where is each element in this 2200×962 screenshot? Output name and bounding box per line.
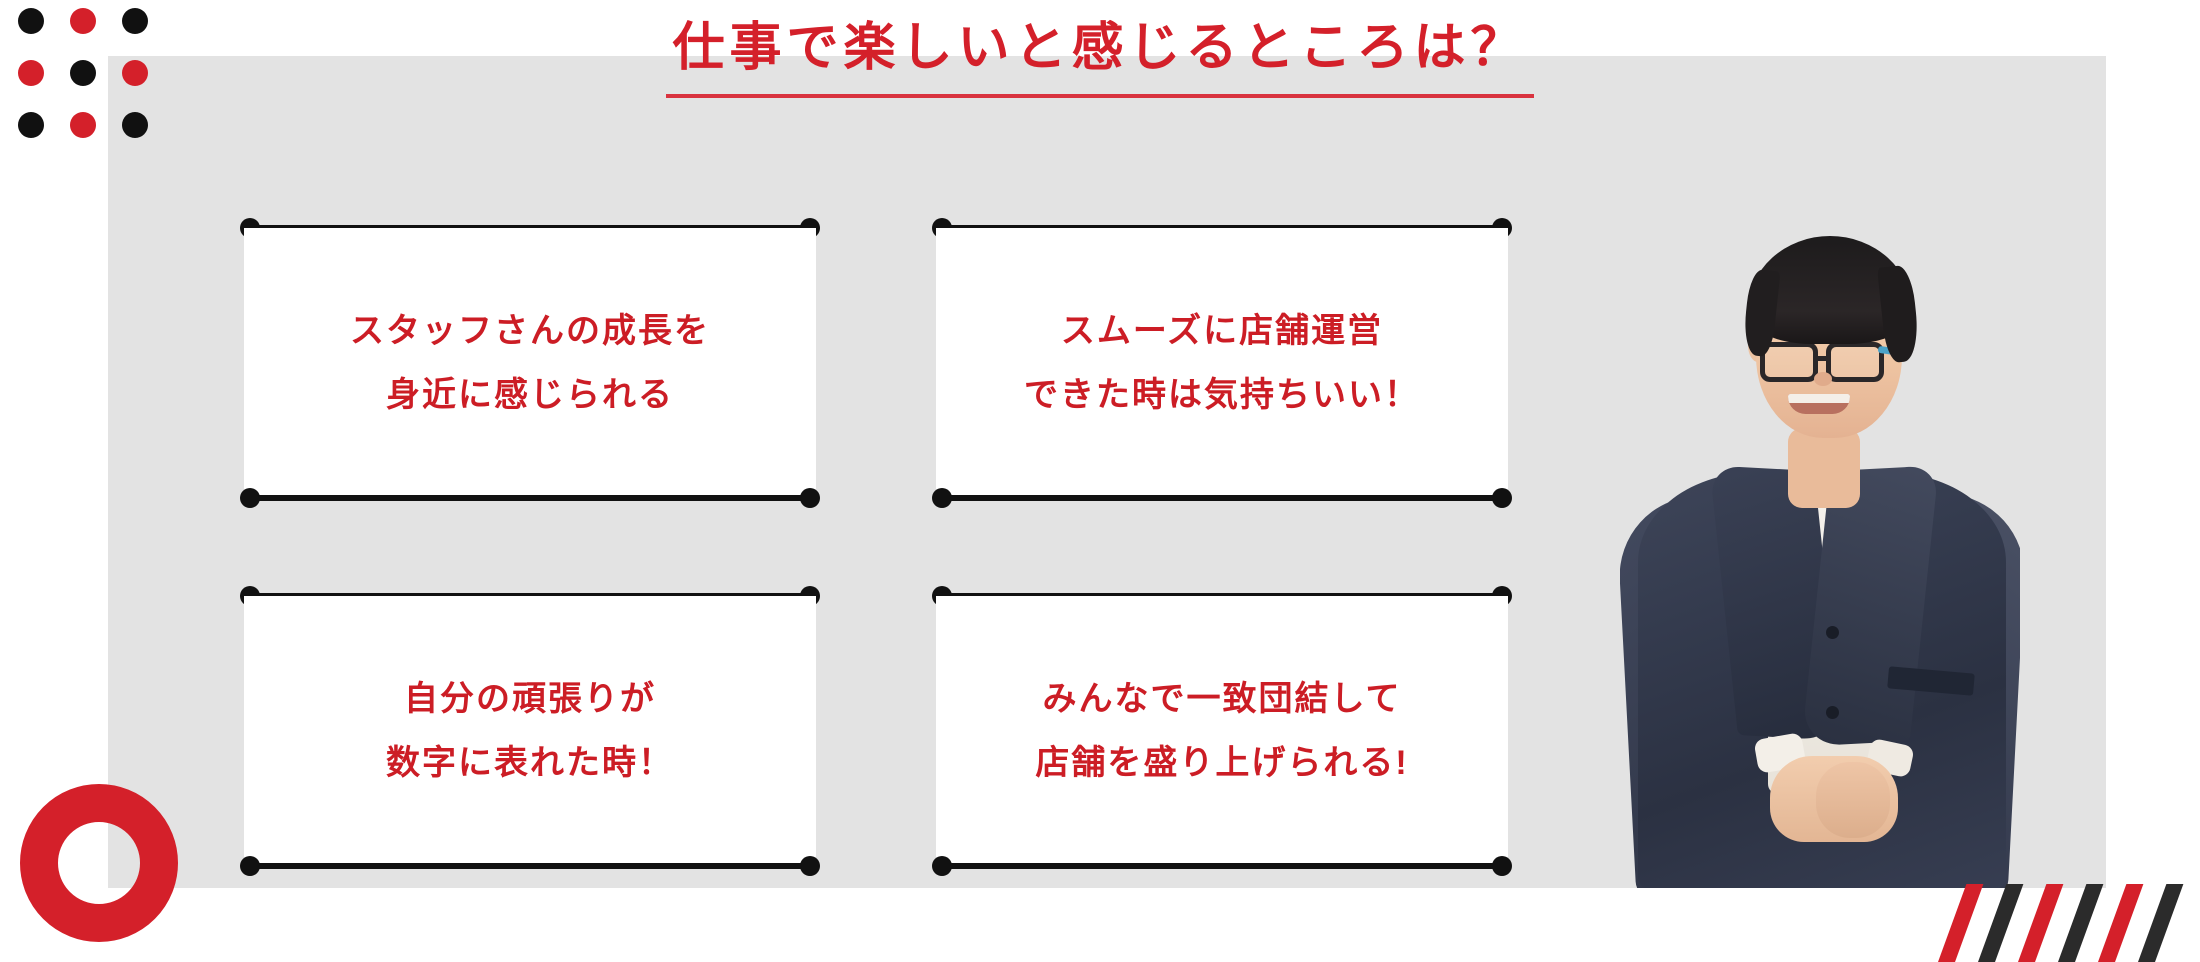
stripe-1 (1938, 884, 1984, 962)
nose (1814, 372, 1832, 386)
answer-card-3-line-1: 自分の頑張りが (404, 680, 656, 718)
dot-r0-c0 (18, 8, 44, 34)
answer-card-3-line-2: 数字に表れた時！ (386, 744, 674, 782)
dot-r2-c2 (122, 112, 148, 138)
answer-card-2-body: スムーズに店舗運営 できた時は気持ちいい！ (936, 228, 1508, 498)
stripe-6 (2138, 884, 2184, 962)
stripe-4 (2058, 884, 2104, 962)
dot-r1-c2 (122, 60, 148, 86)
page-title: 仕事で楽しいと感じるところは？ (672, 19, 1528, 77)
dot-r2-c0 (18, 112, 44, 138)
dot-r1-c0 (18, 60, 44, 86)
teeth (1788, 394, 1850, 403)
dot-r0-c2 (122, 8, 148, 34)
stripe-5 (2098, 884, 2144, 962)
card-row-2: 自分の頑張りが 数字に表れた時！ みんなで一致団結して 店舗を盛り上げられる! (240, 586, 1512, 876)
answer-card-4-line-2: 店舗を盛り上げられる! (1035, 744, 1409, 782)
glasses-lens-right (1826, 342, 1884, 382)
answer-card-1-line-1: スタッフさんの成長を (350, 312, 710, 350)
neck (1788, 428, 1860, 508)
dot-cap-icon (800, 856, 820, 876)
suit-button-2 (1826, 706, 1839, 719)
glasses-lens-left (1760, 342, 1818, 382)
answer-card-4-line-1: みんなで一致団結して (1042, 680, 1402, 718)
dot-cap-icon (1492, 856, 1512, 876)
answer-card-3: 自分の頑張りが 数字に表れた時！ (240, 586, 820, 876)
card-2-bottom-rule (932, 488, 1512, 508)
answer-card-2: スムーズに店舗運営 できた時は気持ちいい！ (932, 218, 1512, 508)
smiling-mouth (1788, 394, 1850, 414)
card-3-bottom-rule (240, 856, 820, 876)
answer-card-1: スタッフさんの成長を 身近に感じられる (240, 218, 820, 508)
dot-cap-icon (800, 488, 820, 508)
hand-overlap (1816, 762, 1890, 838)
answer-card-2-line-1: スムーズに店舗運営 (1060, 312, 1384, 350)
suit-button-1 (1826, 626, 1839, 639)
answer-card-4: みんなで一致団結して 店舗を盛り上げられる! (932, 586, 1512, 876)
answer-card-2-line-2: できた時は気持ちいい！ (1024, 376, 1420, 414)
stripe-2 (1978, 884, 2024, 962)
answer-card-1-body: スタッフさんの成長を 身近に感じられる (244, 228, 816, 498)
dot-r0-c1 (70, 8, 96, 34)
title-underline (666, 94, 1534, 99)
stripe-3 (2018, 884, 2064, 962)
red-ring-decoration (20, 784, 178, 942)
dot-r1-c1 (70, 60, 96, 86)
answer-card-grid: スタッフさんの成長を 身近に感じられる スムーズに店舗運営 できた時は気持ちいい… (240, 218, 1512, 876)
dot-grid-decoration (18, 8, 148, 148)
title-block: 仕事で楽しいと感じるところは？ (0, 18, 2200, 99)
answer-card-4-body: みんなで一致団結して 店舗を盛り上げられる! (936, 596, 1508, 866)
dot-cap-icon (1492, 488, 1512, 508)
card-1-bottom-rule (240, 488, 820, 508)
card-4-bottom-rule (932, 856, 1512, 876)
employee-portrait-photo (1620, 196, 2020, 888)
dot-r2-c1 (70, 112, 96, 138)
card-row-1: スタッフさんの成長を 身近に感じられる スムーズに店舗運営 できた時は気持ちいい… (240, 218, 1512, 508)
answer-card-3-body: 自分の頑張りが 数字に表れた時！ (244, 596, 816, 866)
diagonal-stripes-decoration (1938, 884, 2184, 962)
answer-card-1-line-2: 身近に感じられる (386, 376, 674, 414)
glasses-bridge (1816, 356, 1828, 361)
